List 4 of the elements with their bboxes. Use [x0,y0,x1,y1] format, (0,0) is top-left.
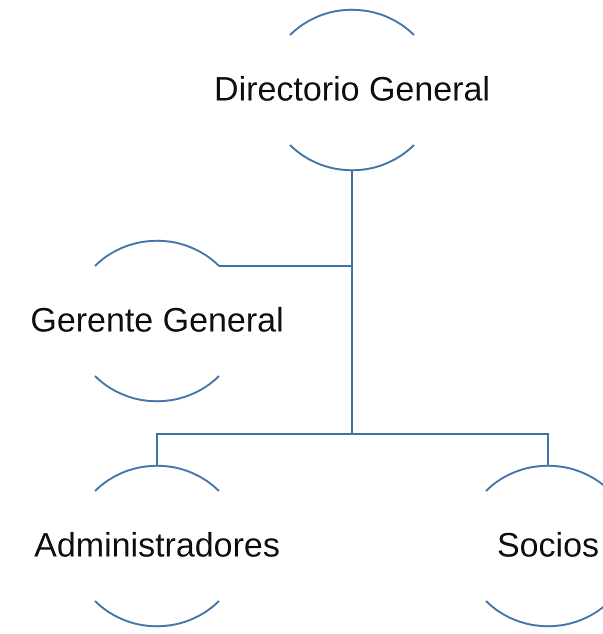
node-label: Administradores [34,526,280,566]
node-label: Gerente General [30,300,284,342]
node-label: Directorio General [214,70,490,110]
node-label: Socios [496,526,600,566]
